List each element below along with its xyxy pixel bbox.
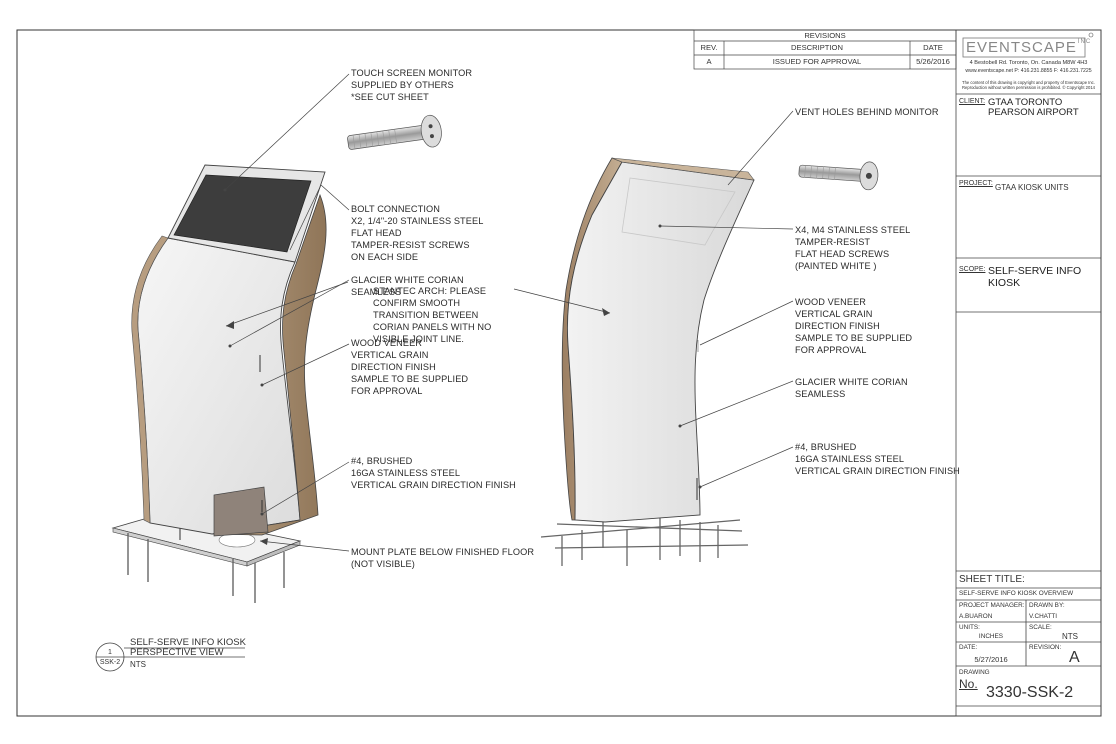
view-title-line1: SELF-SERVE INFO KIOSK [130,637,246,648]
rev-col-description: DESCRIPTION [791,43,843,52]
units-label: UNITS: [959,624,980,631]
left-steel-plate [213,486,269,537]
project-label: PROJECT: [959,180,993,187]
company-notice-2: Reproduction without written permission … [962,85,1095,90]
project-manager-label: PROJECT MANAGER: [959,602,1025,609]
sheet-title-label: SHEET TITLE: [959,574,1025,585]
scope-line1: SELF-SERVE INFO [988,265,1082,277]
leader-dots [223,188,702,545]
revision-label: REVISION: [1029,644,1062,651]
sheet-title-value: SELF-SERVE INFO KIOSK OVERVIEW [959,590,1074,597]
right-kiosk-illustration [540,157,755,566]
left-wood-side [211,193,327,536]
title-block [955,29,1102,717]
callout-touch-screen-monitor: TOUCH SCREEN MONITOR SUPPLIED BY OTHERS … [351,68,473,102]
callout-steel-right: #4, BRUSHED 16GA STAINLESS STEEL VERTICA… [795,442,960,476]
drawing-number: 3330-SSK-2 [986,684,1074,701]
callout-wood-veneer-right: WOOD VENEER VERTICAL GRAIN DIRECTION FIN… [795,297,913,355]
rev-row-date: 5/26/2016 [916,57,950,66]
logo-frame [962,37,1086,58]
callout-steel-left: #4, BRUSHED 16GA STAINLESS STEEL VERTICA… [351,456,516,490]
company-contact: www.eventscape.net P: 416.231.8855 F: 41… [965,68,1092,74]
rev-col-date: DATE [923,43,943,52]
drawn-by-value: V.CHATTI [1029,613,1058,620]
callout-wood-veneer-left: WOOD VENEER VERTICAL GRAIN DIRECTION FIN… [351,338,469,396]
company-notice-1: The content of this drawing is copyright… [962,80,1095,85]
drawing-no-label: No. [959,677,978,691]
view-tag-symbol [95,642,245,672]
project-value: GTAA KIOSK UNITS [995,183,1069,192]
view-title-line2: PERSPECTIVE VIEW [130,647,224,658]
date-value: 5/27/2016 [974,655,1008,664]
rev-row-rev: A [706,57,712,66]
left-kiosk-illustration [111,164,327,603]
scope-label: SCOPE: [959,266,986,273]
company-logo: EVENTSCAPEINC [966,39,1092,56]
client-line2: PEARSON AIRPORT [988,107,1079,118]
company-address: 4 Bestobell Rd. Toronto, On. Canada M8W … [969,60,1088,66]
view-scale: NTS [130,660,146,669]
rev-col-rev: REV. [700,43,718,52]
scale-label: SCALE: [1029,624,1052,631]
drawn-by-label: DRAWN BY: [1029,602,1065,609]
revisions-title: REVISIONS [804,31,846,40]
callout-bolt-connection: BOLT CONNECTION x2, 1/4"-20 STAINLESS ST… [351,204,484,262]
view-sheet-ref: SSK-2 [99,659,121,666]
left-bolt [347,114,442,150]
client-label: CLIENT: [959,98,986,105]
drawing-label: DRAWING [959,669,990,676]
right-corian-panel [567,161,755,523]
left-screen [173,174,312,253]
rev-row-description: ISSUED FOR APPROVAL [772,57,862,66]
left-corian-panel [137,237,301,535]
scale-value: NTS [1062,632,1078,641]
client-line1: GTAA TORONTO [988,97,1063,108]
units-value: INCHES [978,633,1004,640]
scope-line2: KIOSK [988,277,1021,289]
callout-m4-screws: x4, M4 STAINLESS STEEL TAMPER-RESIST FLA… [795,225,911,271]
view-number: 1 [108,649,112,656]
right-vent-area [621,177,736,246]
callout-mount-plate: MOUNT PLATE BELOW FINISHED FLOOR (NOT VI… [351,547,535,569]
registered-mark [1088,32,1094,38]
callout-corian-right: GLACIER WHITE CORIAN SEAMLESS [795,377,908,399]
callout-vent-holes: VENT HOLES BEHIND MONITOR [795,107,939,117]
leader-lines [224,73,794,552]
date-label: DATE: [959,644,978,651]
callout-corian-left: GLACIER WHITE CORIAN SEAMLESS [351,275,464,297]
callout-stantec-note: STANTEC ARCH: PLEASE CONFIRM SMOOTH TRAN… [373,286,492,344]
project-manager-value: A.BUARON [959,613,993,620]
right-bolt [798,161,879,191]
revision-value: A [1069,649,1080,666]
